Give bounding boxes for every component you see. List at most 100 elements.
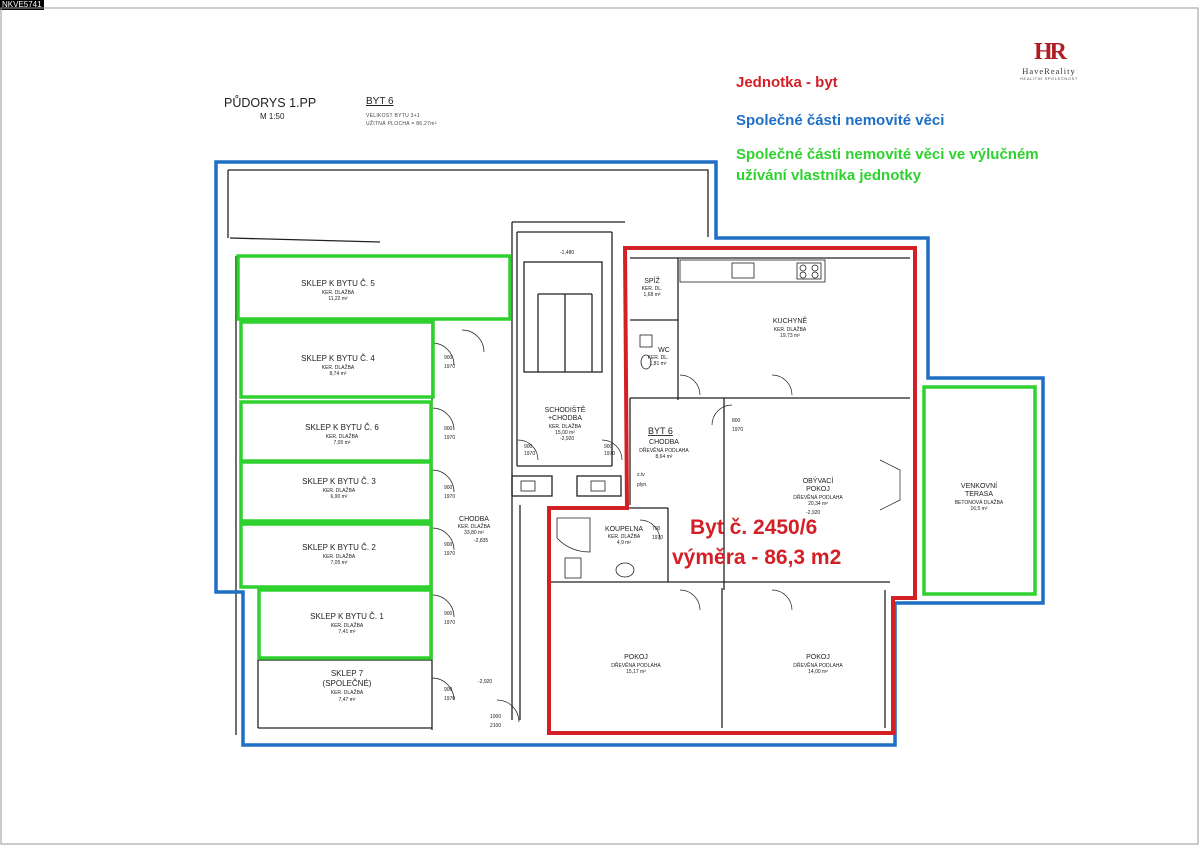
room-name: POKOJ xyxy=(624,654,648,661)
room-floor: KER. DLAŽBA xyxy=(458,522,491,530)
legend-exclusive-line2: užívání vlastníka jednotky xyxy=(736,167,922,184)
door-dimensions: 900 1970 900 1970 900 1970 900 1970 900 … xyxy=(444,355,743,729)
room-area: 14,00 m² xyxy=(808,669,828,675)
door-width: 800 xyxy=(732,418,741,424)
common-parts-outline xyxy=(214,160,1045,747)
room-floor: KER. DL. xyxy=(648,355,669,361)
level-mark: -2,920 xyxy=(560,436,574,442)
room-name-2: TERASA xyxy=(965,491,993,498)
unit-plan-labels: BYT 6 z.tv plyn. xyxy=(637,426,673,488)
room-name-2: POKOJ xyxy=(806,486,830,493)
room-area: 15,17 m² xyxy=(626,669,646,675)
logo-mark: HR xyxy=(1034,39,1067,65)
door-width: 900 xyxy=(604,444,613,450)
door-width: 900 xyxy=(444,485,453,491)
room-name-2: +CHODBA xyxy=(548,415,582,422)
room-name-2: (SPOLEČNÉ) xyxy=(323,679,372,688)
walls xyxy=(227,169,910,735)
terasa-outline xyxy=(922,385,1037,596)
door-height: 1970 xyxy=(444,494,455,500)
room-area: 7,05 m² xyxy=(331,560,348,566)
door-height: 1970 xyxy=(732,427,743,433)
door-width: 1000 xyxy=(490,714,501,720)
door-width: 900 xyxy=(444,611,453,617)
room-floor: KER. DLAŽBA xyxy=(326,432,359,440)
room-name: SKLEP K BYTU Č. 3 xyxy=(302,477,376,486)
door-width: 700 xyxy=(652,526,661,532)
door-height: 2100 xyxy=(490,723,501,729)
sklep-3-outline xyxy=(239,460,433,523)
door-height: 1970 xyxy=(652,535,663,541)
plan-scale: M 1:50 xyxy=(260,112,285,121)
room-area: 8,74 m² xyxy=(330,371,347,377)
room-floor: KER. DL. xyxy=(642,286,663,292)
unit-info-area: UŽITNÁ PLOCHA = 86,27m² xyxy=(366,121,437,127)
room-floor: KER. DLAŽBA xyxy=(608,532,641,540)
room-name: SKLEP 7 xyxy=(331,669,364,678)
room-name: KUCHYNĚ xyxy=(773,316,808,325)
unit-info-heading: BYT 6 xyxy=(366,96,394,107)
room-name: OBÝVACÍ xyxy=(803,476,834,485)
room-floor: KER. DLAŽBA xyxy=(322,363,355,371)
room-floor: BETONOVÁ DLAŽBA xyxy=(955,498,1004,506)
room-area: 4,9 m² xyxy=(617,540,632,546)
room-area: 33,80 m² xyxy=(464,530,484,536)
room-name: VENKOVNÍ xyxy=(961,481,997,490)
room-floor: DŘEVĚNÁ PODLAHA xyxy=(639,446,689,454)
level-mark: -2,920 xyxy=(806,510,820,516)
logo-name: HaveReality xyxy=(1022,66,1076,76)
unit-number-label: Byt č. 2450/6 xyxy=(690,516,818,539)
room-area: 6,90 m² xyxy=(331,494,348,500)
legend-exclusive-line1: Společné části nemovité věci ve výlučném xyxy=(736,146,1039,163)
room-area: 20,34 m² xyxy=(808,501,828,507)
room-area: 1,81 m² xyxy=(650,361,667,367)
room-area: 11,22 m² xyxy=(328,296,348,302)
level-mark: -2,835 xyxy=(474,538,488,544)
legend-common: Společné části nemovité věci xyxy=(736,112,945,129)
door-width: 900 xyxy=(444,687,453,693)
room-area: 15,00 m² xyxy=(555,430,575,436)
room-name: POKOJ xyxy=(806,654,830,661)
room-name: WC xyxy=(658,347,670,354)
legend-unit: Jednotka - byt xyxy=(736,74,838,91)
level-marks: -1,480 -2,920 -2,835 -2,920 -2,920 xyxy=(474,250,820,685)
room-name: KOUPELNA xyxy=(605,526,643,533)
room-name: CHODBA xyxy=(649,439,679,446)
room-floor: KER. DLAŽBA xyxy=(322,288,355,296)
kitchen-counter xyxy=(679,259,826,283)
room-name: CHODBA xyxy=(459,516,489,523)
door-height: 1970 xyxy=(444,551,455,557)
unit-outline xyxy=(547,246,917,735)
room-area: 7,47 m² xyxy=(339,697,356,703)
unit-area-label: výměra - 86,3 m2 xyxy=(672,546,842,569)
door-height: 1970 xyxy=(524,451,535,457)
door-width: 900 xyxy=(444,355,453,361)
room-name: SPÍŽ xyxy=(644,276,660,285)
room-floor: KER. DLAŽBA xyxy=(774,325,807,333)
room-floor: KER. DLAŽBA xyxy=(323,486,356,494)
plan-title: PŮDORYS 1.PP xyxy=(224,96,317,110)
sklep-5-outline xyxy=(236,254,512,321)
door-width: 900 xyxy=(444,542,453,548)
room-floor: KER. DLAŽBA xyxy=(331,688,364,696)
room-floor: DŘEVĚNÁ PODLAHA xyxy=(793,493,843,501)
room-area: 8,64 m² xyxy=(656,454,673,460)
room-name: SKLEP K BYTU Č. 4 xyxy=(301,354,375,363)
drawing-frame xyxy=(0,7,1199,845)
room-floor: KER. DLAŽBA xyxy=(331,621,364,629)
unit-plan-heading: BYT 6 xyxy=(648,426,673,436)
room-area: 7,41 m² xyxy=(339,629,356,635)
unit-info-size: VELIKOST BYTU 3+1 xyxy=(366,113,421,119)
ztv-label: z.tv xyxy=(637,472,645,478)
door-height: 1970 xyxy=(444,435,455,441)
room-name: SCHODIŠTĚ xyxy=(545,405,586,414)
sklep-4-outline xyxy=(239,320,435,399)
room-area: 7,05 m² xyxy=(334,440,351,446)
room-floor: DŘEVĚNÁ PODLAHA xyxy=(611,661,661,669)
room-name: SKLEP K BYTU Č. 1 xyxy=(310,612,384,621)
door-height: 1970 xyxy=(604,451,615,457)
level-mark: -2,920 xyxy=(478,679,492,685)
exclusive-use-outlines xyxy=(236,254,1037,660)
